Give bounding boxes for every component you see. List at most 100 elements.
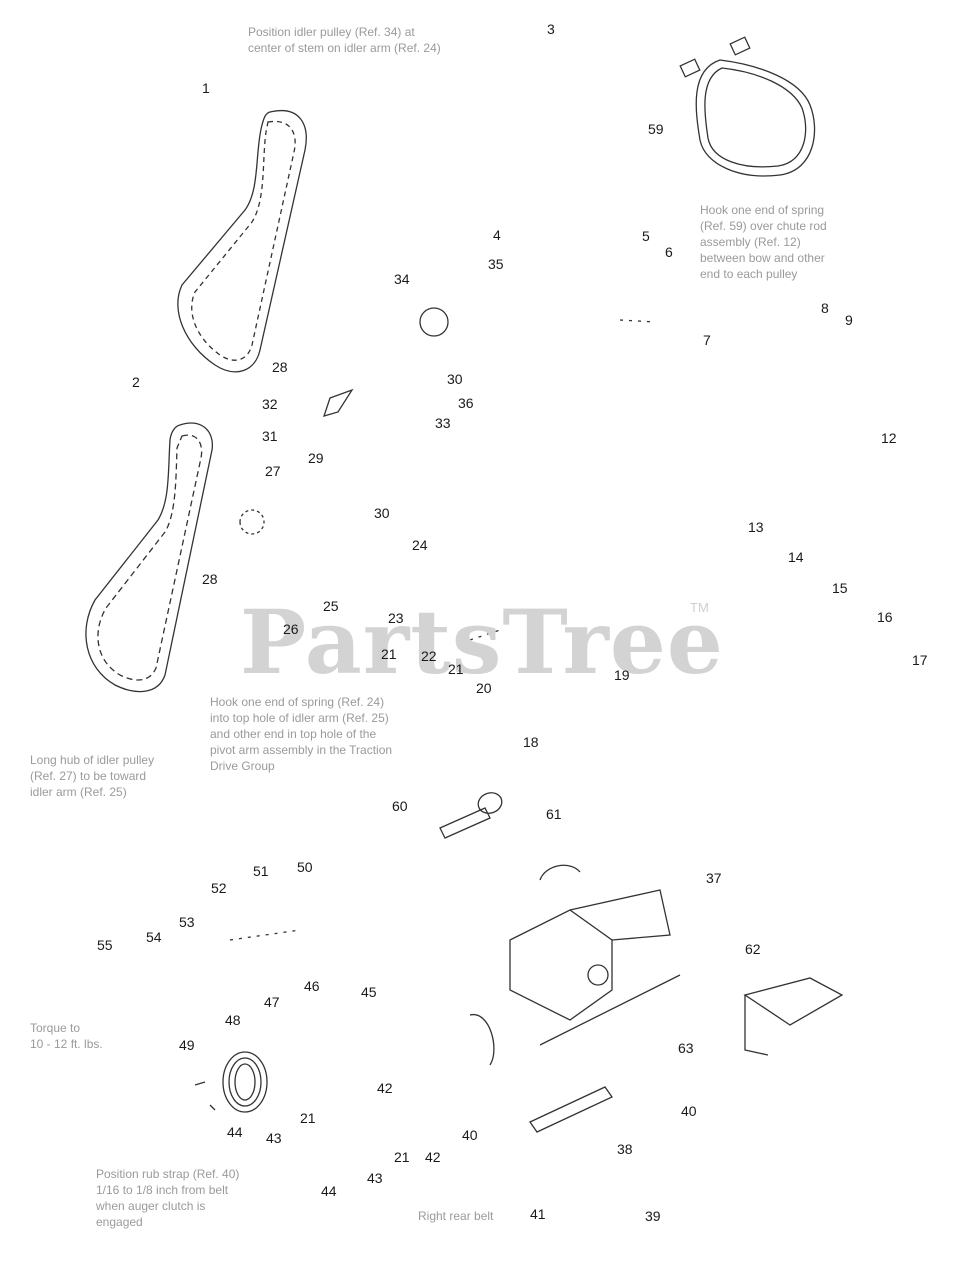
ref-callout[interactable]: 26 — [283, 621, 299, 637]
pin-60 — [439, 807, 491, 839]
ref-callout[interactable]: 21 — [300, 1110, 316, 1126]
note-line: 1/16 to 1/8 inch from belt — [96, 1183, 229, 1197]
ref-callout[interactable]: 18 — [523, 734, 539, 750]
note-position-rub-strap: Position rub strap (Ref. 40) 1/16 to 1/8… — [96, 1166, 239, 1230]
ref-callout[interactable]: 19 — [614, 667, 630, 683]
note-line: 10 - 12 ft. lbs. — [30, 1037, 103, 1051]
note-line: Right rear belt — [418, 1209, 494, 1223]
ref-callout[interactable]: 46 — [304, 978, 320, 994]
ref-callout[interactable]: 42 — [377, 1080, 393, 1096]
ref-callout[interactable]: 62 — [745, 941, 761, 957]
ref-callout[interactable]: 36 — [458, 395, 474, 411]
ref-callout[interactable]: 49 — [179, 1037, 195, 1053]
ref-callout[interactable]: 60 — [392, 798, 408, 814]
ref-callout[interactable]: 59 — [648, 121, 664, 137]
ref-callout[interactable]: 35 — [488, 256, 504, 272]
ref-callout[interactable]: 24 — [412, 537, 428, 553]
watermark-trademark: TM — [690, 600, 709, 615]
shield-62 — [743, 977, 844, 1026]
note-hook-spring-24: Hook one end of spring (Ref. 24) into to… — [210, 694, 392, 774]
ref-callout[interactable]: 43 — [266, 1130, 282, 1146]
note-hook-spring-59: Hook one end of spring (Ref. 59) over ch… — [700, 202, 827, 282]
ref-callout[interactable]: 17 — [912, 652, 928, 668]
note-line: engaged — [96, 1215, 143, 1229]
ref-callout[interactable]: 29 — [308, 450, 324, 466]
belt-2 — [85, 422, 213, 693]
ref-callout[interactable]: 4 — [493, 227, 501, 243]
watermark-brand: PartsTree — [240, 590, 724, 694]
ref-callout[interactable]: 14 — [788, 549, 804, 565]
ref-callout[interactable]: 40 — [462, 1127, 478, 1143]
ref-callout[interactable]: 3 — [547, 21, 555, 37]
ref-callout[interactable]: 28 — [272, 359, 288, 375]
ref-callout[interactable]: 37 — [706, 870, 722, 886]
note-line: assembly (Ref. 12) — [700, 235, 801, 249]
ref-callout[interactable]: 6 — [665, 244, 673, 260]
ref-callout[interactable]: 30 — [447, 371, 463, 387]
ref-callout[interactable]: 39 — [645, 1208, 661, 1224]
note-line: into top hole of idler arm (Ref. 25) — [210, 711, 389, 725]
ref-callout[interactable]: 42 — [425, 1149, 441, 1165]
note-line: (Ref. 27) to be toward — [30, 769, 147, 783]
note-line: Position rub strap (Ref. 40) — [96, 1167, 240, 1181]
note-line: Long hub of idler pulley — [30, 753, 155, 767]
ref-callout[interactable]: 21 — [394, 1149, 410, 1165]
ref-callout[interactable]: 54 — [146, 929, 162, 945]
note-line: when auger clutch is — [96, 1199, 206, 1213]
note-long-hub: Long hub of idler pulley (Ref. 27) to be… — [30, 752, 154, 800]
ref-callout[interactable]: 21 — [381, 646, 397, 662]
ref-callout[interactable]: 33 — [435, 415, 451, 431]
note-torque: Torque to 10 - 12 ft. lbs. — [30, 1020, 103, 1052]
ref-callout[interactable]: 8 — [821, 300, 829, 316]
ref-callout[interactable]: 43 — [367, 1170, 383, 1186]
ref-callout[interactable]: 20 — [476, 680, 492, 696]
belt-1-inner — [191, 120, 296, 361]
ref-callout[interactable]: 16 — [877, 609, 893, 625]
note-line: center of stem on idler arm (Ref. 24) — [248, 41, 441, 55]
ref-callout[interactable]: 1 — [202, 80, 210, 96]
ref-callout[interactable]: 21 — [448, 661, 464, 677]
ref-callout[interactable]: 30 — [374, 505, 390, 521]
note-line: Position idler pulley (Ref. 34) at — [248, 25, 415, 39]
ref-callout[interactable]: 12 — [881, 430, 897, 446]
pulley-27 — [239, 509, 265, 535]
ref-callout[interactable]: 50 — [297, 859, 313, 875]
note-position-idler-pulley: Position idler pulley (Ref. 34) at cente… — [248, 24, 441, 56]
ref-callout[interactable]: 41 — [530, 1206, 546, 1222]
ref-callout[interactable]: 5 — [642, 228, 650, 244]
ref-callout[interactable]: 2 — [132, 374, 140, 390]
ref-callout[interactable]: 52 — [211, 880, 227, 896]
ref-callout[interactable]: 22 — [421, 648, 437, 664]
ref-callout[interactable]: 28 — [202, 571, 218, 587]
bracket-32 — [322, 388, 354, 417]
ref-callout[interactable]: 55 — [97, 937, 113, 953]
note-line: Torque to — [30, 1021, 81, 1035]
note-line: and other end in top hole of the — [210, 727, 377, 741]
note-line: between bow and other — [700, 251, 825, 265]
note-line: idler arm (Ref. 25) — [30, 785, 127, 799]
ref-callout[interactable]: 27 — [265, 463, 281, 479]
ref-callout[interactable]: 44 — [227, 1124, 243, 1140]
ref-callout[interactable]: 9 — [845, 312, 853, 328]
ref-callout[interactable]: 34 — [394, 271, 410, 287]
ref-callout[interactable]: 63 — [678, 1040, 694, 1056]
ref-callout[interactable]: 32 — [262, 396, 278, 412]
ref-callout[interactable]: 13 — [748, 519, 764, 535]
ref-callout[interactable]: 45 — [361, 984, 377, 1000]
ref-callout[interactable]: 48 — [225, 1012, 241, 1028]
ref-callout[interactable]: 7 — [703, 332, 711, 348]
ref-callout[interactable]: 44 — [321, 1183, 337, 1199]
ref-callout[interactable]: 31 — [262, 428, 278, 444]
ref-callout[interactable]: 38 — [617, 1141, 633, 1157]
ref-callout[interactable]: 53 — [179, 914, 195, 930]
ref-callout[interactable]: 47 — [264, 994, 280, 1010]
ref-callout[interactable]: 61 — [546, 806, 562, 822]
ref-callout[interactable]: 25 — [323, 598, 339, 614]
note-line: pivot arm assembly in the Traction — [210, 743, 393, 757]
ref-callout[interactable]: 51 — [253, 863, 269, 879]
idler-pulley-34 — [419, 307, 449, 337]
ref-callout[interactable]: 15 — [832, 580, 848, 596]
ref-callout[interactable]: 40 — [681, 1103, 697, 1119]
ref-callout[interactable]: 23 — [388, 610, 404, 626]
